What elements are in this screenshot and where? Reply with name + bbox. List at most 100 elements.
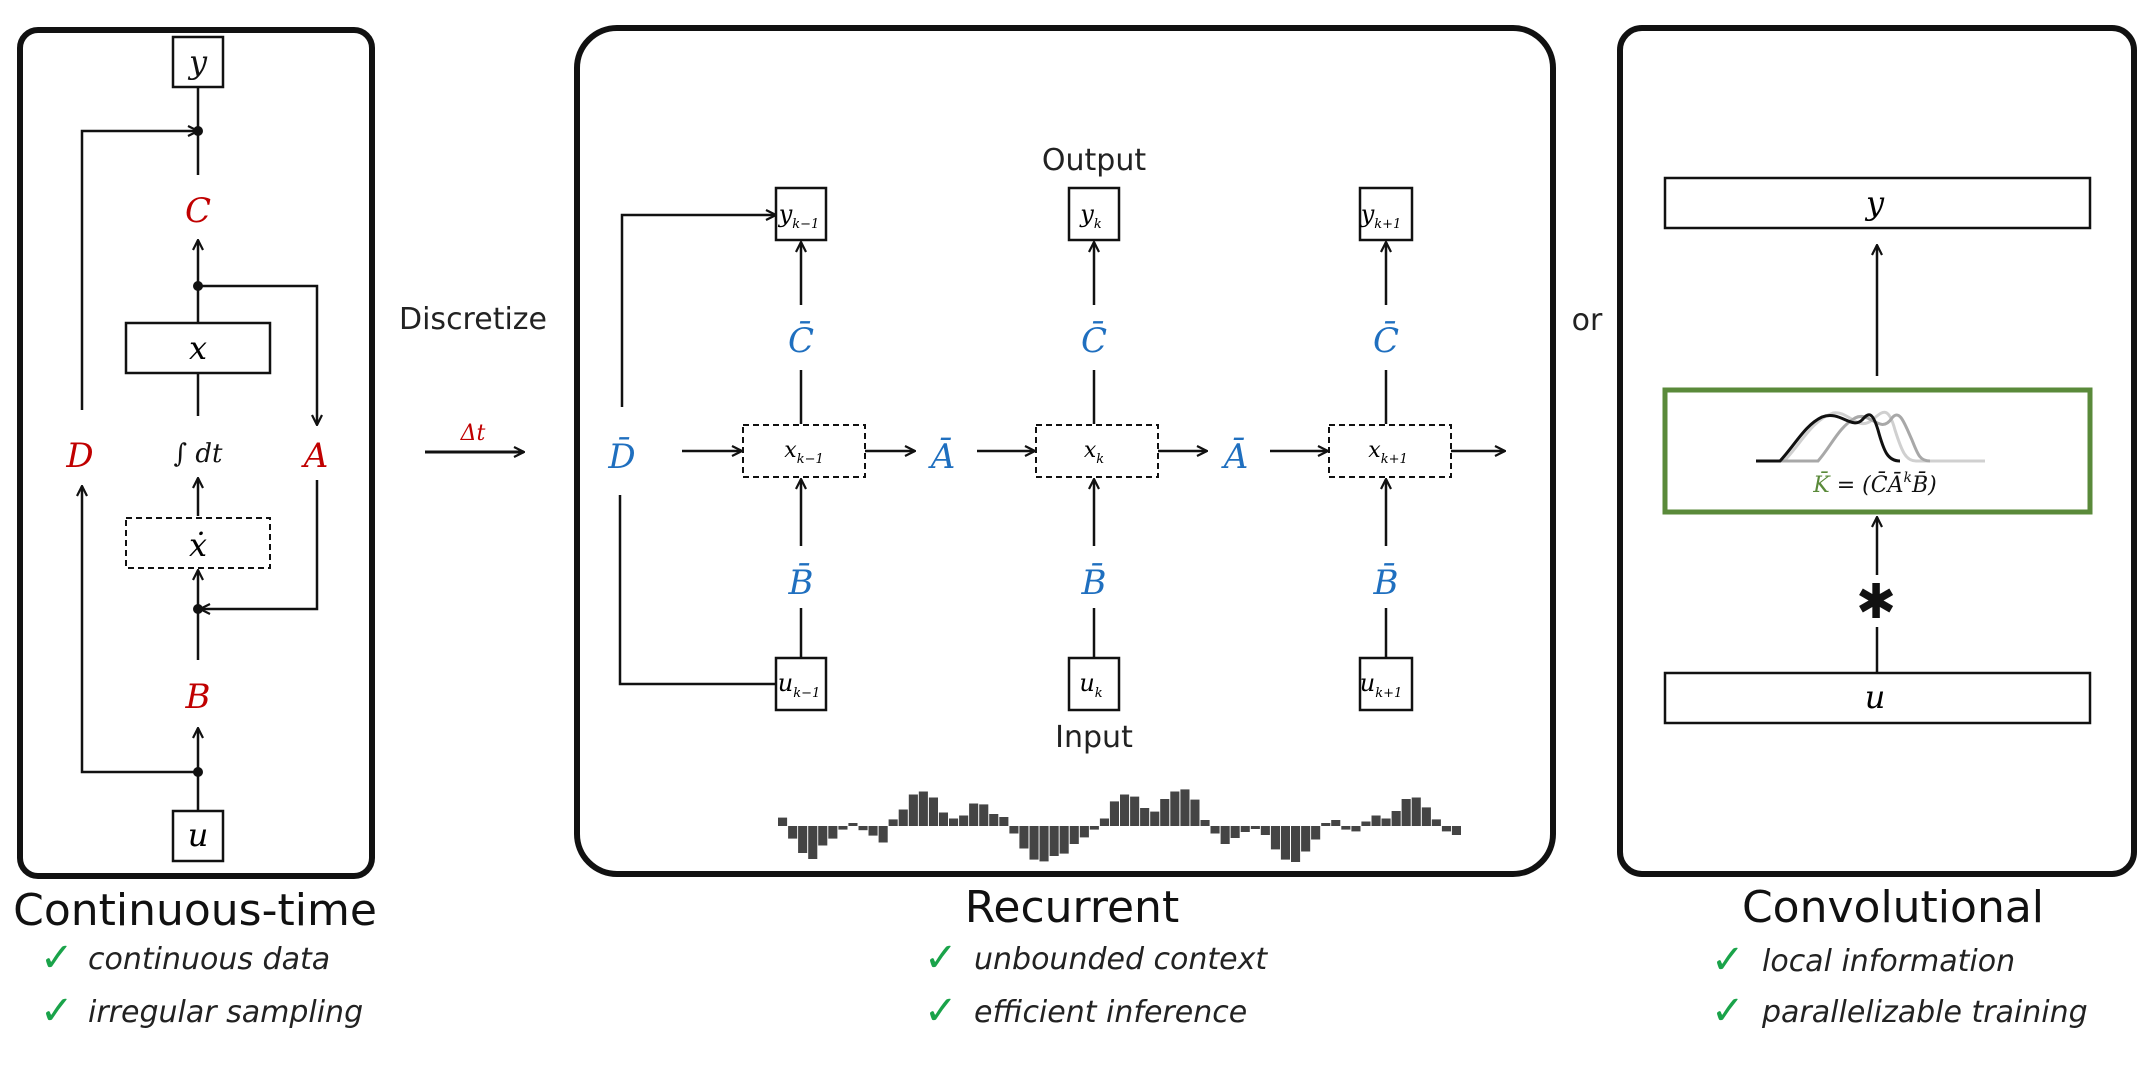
signal-bar xyxy=(1140,808,1150,826)
signal-bar xyxy=(1280,826,1290,860)
rec-cprev-label: C̄ xyxy=(788,320,814,361)
signal-bar xyxy=(1150,811,1160,826)
rec-unext-box xyxy=(1358,656,1414,712)
signal-bar xyxy=(1200,820,1210,826)
check-icon: ✓ xyxy=(924,935,958,981)
rec-bnext-label: B̄ xyxy=(1373,562,1399,603)
ct-integral-label: ∫ dt xyxy=(174,439,223,469)
rec-a1-label: Ā xyxy=(928,437,956,477)
signal-bar xyxy=(818,826,828,846)
svg-text:uk: uk xyxy=(1079,669,1102,701)
signal-bar xyxy=(808,826,818,859)
ct-xdot-box xyxy=(125,517,271,569)
discretize-label: Discretize xyxy=(399,302,547,337)
signal-bar xyxy=(928,797,938,826)
svg-text:uk−1: uk−1 xyxy=(778,669,821,701)
rec-uprev-box xyxy=(774,656,828,712)
signal-bar xyxy=(918,791,928,826)
rec-benefit-2: efficient inference xyxy=(974,995,1247,1030)
signal-bar xyxy=(999,817,1009,826)
signal-bar xyxy=(1089,826,1099,830)
svg-text:uk+1: uk+1 xyxy=(1360,669,1403,701)
rec-bprev-label: B̄ xyxy=(788,562,814,603)
ct-a-loop-bottom xyxy=(200,480,319,609)
check-icon: ✓ xyxy=(40,935,74,981)
svg-text:yk+1: yk+1 xyxy=(1360,200,1402,232)
ct-d-label: D xyxy=(65,436,93,476)
signal-bar xyxy=(1059,826,1069,854)
signal-bar xyxy=(949,818,959,826)
signal-bar xyxy=(979,804,989,826)
ct-xdot-label: ẋ xyxy=(189,526,207,564)
conv-u-label: u xyxy=(1865,678,1886,716)
signal-bar xyxy=(1210,826,1220,834)
rec-d-path-top xyxy=(620,215,776,407)
signal-bar xyxy=(1120,794,1130,826)
signal-bar xyxy=(1099,818,1109,826)
ct-a-loop-top xyxy=(198,284,317,425)
convolutional-title: Convolutional xyxy=(1742,882,2044,933)
signal-bar xyxy=(838,826,848,830)
signal-bar xyxy=(1421,807,1431,826)
svg-text:yk−1: yk−1 xyxy=(778,200,820,232)
rec-d-label: D̄ xyxy=(607,436,635,477)
rec-xcur-box xyxy=(1035,424,1159,478)
ct-d-path-bottom xyxy=(82,486,198,774)
signal-bar xyxy=(1069,826,1079,844)
rec-unext-sub: k+1 xyxy=(1375,686,1402,701)
signal-bar xyxy=(938,812,948,826)
signal-bar xyxy=(1311,826,1321,840)
conv-benefit-1: local information xyxy=(1762,944,2015,979)
signal-bar xyxy=(1411,797,1421,826)
signal-bar xyxy=(1361,821,1371,826)
ct-b-label: B xyxy=(185,677,211,717)
rec-ynext-sub: k+1 xyxy=(1374,217,1401,232)
signal-bar xyxy=(1351,826,1361,832)
signal-bar xyxy=(1130,796,1140,826)
rec-xcur-label: x xyxy=(1084,438,1097,463)
svg-text:xk+1: xk+1 xyxy=(1368,438,1407,467)
or-label: or xyxy=(1572,303,1603,338)
recurrent-panel: Output Input D̄ yk−1 C̄ xk−1 B̄ uk−1 Ā xyxy=(574,25,1556,877)
rec-d-path-bottom xyxy=(618,495,776,686)
ct-u-box xyxy=(171,809,225,863)
rec-uprev-label: u xyxy=(778,669,793,697)
rec-xnext-box xyxy=(1328,424,1452,478)
conv-kernel-power: k xyxy=(1903,470,1911,486)
signal-bar xyxy=(1301,826,1311,852)
check-icon: ✓ xyxy=(40,988,74,1034)
signal-bar xyxy=(798,826,808,853)
ct-c-label: C xyxy=(185,191,211,231)
conv-kernel-end: B̄) xyxy=(1911,471,1937,498)
rec-xcur-sub: k xyxy=(1096,452,1104,467)
rec-xprev-box xyxy=(742,424,866,478)
ct-a-label: A xyxy=(301,436,329,476)
signal-bar xyxy=(1170,791,1180,826)
rec-a2-label: Ā xyxy=(1221,437,1249,477)
rec-ucur-box xyxy=(1067,656,1121,712)
rec-ycur-box xyxy=(1067,186,1121,242)
ct-benefit-1: continuous data xyxy=(88,942,330,977)
signal-bar xyxy=(858,826,868,831)
rec-column-next: yk+1 C̄ xk+1 B̄ uk+1 xyxy=(1328,186,1452,712)
signal-bar xyxy=(1049,826,1059,856)
signal-bar xyxy=(1341,826,1351,830)
signal-bar xyxy=(1431,819,1441,826)
signal-bar xyxy=(908,794,918,826)
signal-bar xyxy=(848,823,858,826)
ct-d-path-top xyxy=(80,131,198,410)
delta-t-label: Δt xyxy=(460,421,486,446)
conv-kernel-k: K̄ xyxy=(1812,471,1831,498)
rec-benefit-1: unbounded context xyxy=(974,942,1268,977)
conv-y-box xyxy=(1663,176,2092,230)
signal-bar xyxy=(1250,826,1260,829)
signal-bar xyxy=(1260,826,1270,835)
signal-bar xyxy=(1109,801,1119,826)
ct-x-label: x xyxy=(189,329,207,367)
signal-bar xyxy=(1371,815,1381,826)
rec-uprev-sub: k−1 xyxy=(793,686,820,701)
signal-bar xyxy=(1230,826,1240,838)
signal-bar xyxy=(1321,823,1331,826)
signal-bar xyxy=(1291,826,1301,862)
rec-yprev-sub: k−1 xyxy=(792,217,819,232)
